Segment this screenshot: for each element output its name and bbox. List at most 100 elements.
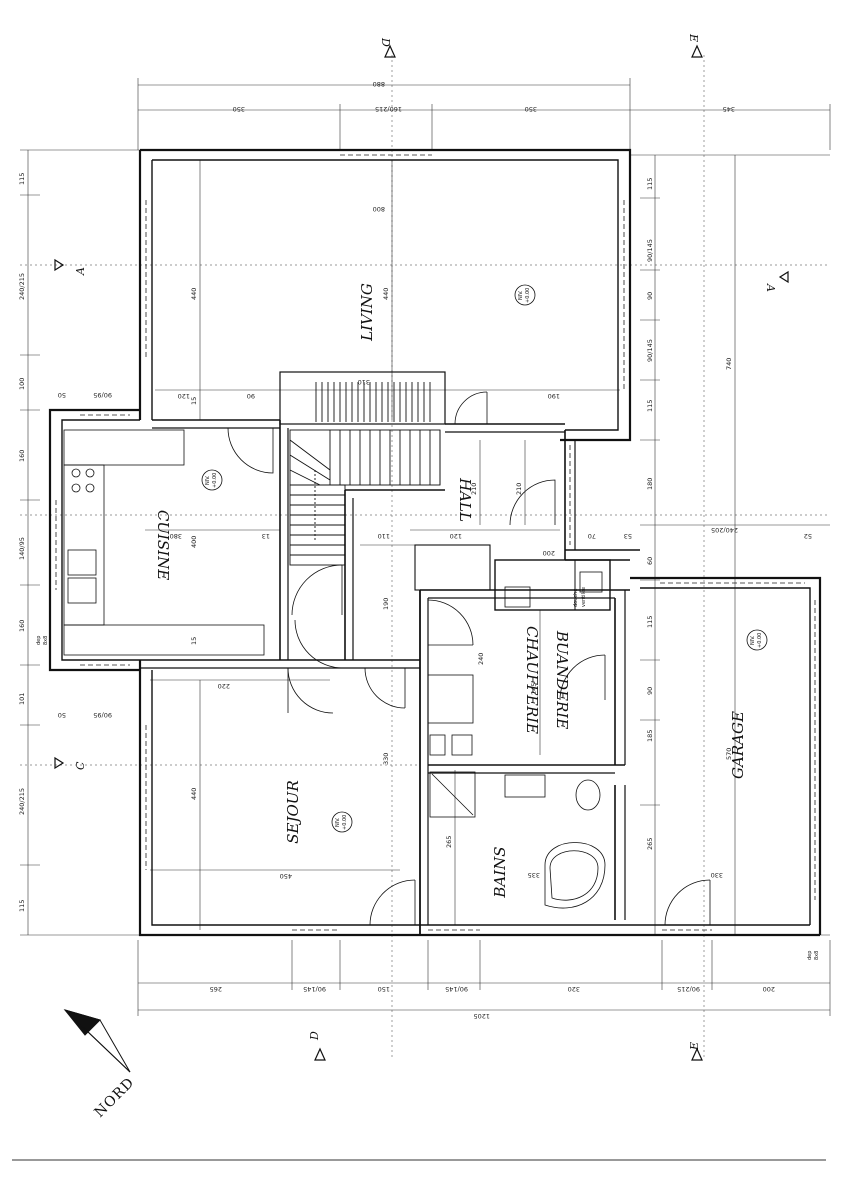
dim-text: 220 <box>218 682 230 690</box>
doors <box>227 391 711 926</box>
dim-text: 90 <box>646 292 654 300</box>
dim-text: 90/145 <box>646 339 654 362</box>
level-value: +0.00 <box>525 288 531 303</box>
level-value: +0.00 <box>757 633 763 648</box>
dim-text: 440 <box>382 288 390 300</box>
dim-text: 200 <box>763 985 775 993</box>
dim-text: 190 <box>382 598 390 610</box>
level-label: NIV. <box>518 290 524 300</box>
level-texts: NIV. +0.00 NIV. +0.00 NIV. +0.00 NIV. +0… <box>205 288 763 830</box>
dim-text: 140/95 <box>18 537 26 560</box>
section-label-d-bottom: D <box>308 1031 321 1041</box>
dim-text: 90 <box>247 392 255 400</box>
dep-label: dep <box>807 951 813 960</box>
dim-text: 440 <box>190 288 198 300</box>
level-value: +0.00 <box>342 815 348 830</box>
dim-text: 740 <box>725 358 733 370</box>
section-label-a-right: A <box>764 283 777 292</box>
level-value: +0.00 <box>212 473 218 488</box>
kitchen-fixtures <box>63 429 265 656</box>
dim-text: 90/215 <box>677 985 700 993</box>
dim-text: 90 <box>646 687 654 695</box>
walls <box>48 148 822 937</box>
dim-text: 335 <box>528 871 540 879</box>
dimension-texts: 880 350 160/215 350 345 1205 265 90/145 … <box>18 80 812 1020</box>
dim-text: 240/215 <box>18 788 26 815</box>
dim-text: 450 <box>280 872 292 880</box>
dimension-lines <box>20 78 831 1016</box>
section-label-d-top: D <box>379 37 392 47</box>
dim-text: 160 <box>18 450 26 462</box>
compass-label: NORD <box>92 1075 138 1121</box>
room-label-bains: BAINS <box>491 846 509 898</box>
dim-text: 120 <box>178 392 190 400</box>
dim-text: 210 <box>515 483 523 495</box>
section-label-e-bottom: E <box>688 1042 701 1051</box>
dim-text: 115 <box>646 178 654 190</box>
dim-text: 570 <box>725 748 733 760</box>
dep-size-label: 8x8 <box>814 951 820 960</box>
dim-text: 60 <box>646 557 654 565</box>
dim-text: 320 <box>568 985 580 993</box>
dim-text: 345 <box>723 105 735 113</box>
dim-text: 50 <box>58 711 66 719</box>
dim-text: 160/215 <box>375 105 402 113</box>
section-lines <box>20 55 830 1060</box>
dim-text: 265 <box>210 985 222 993</box>
room-label-hall: HALL <box>456 477 474 522</box>
dim-text: 210 <box>470 483 478 495</box>
dim-text: 90/95 <box>93 391 112 399</box>
dim-text: 350 <box>525 105 537 113</box>
level-label: NIV. <box>750 635 756 645</box>
dim-text: 50 <box>58 391 66 399</box>
staircase <box>279 371 446 566</box>
dim-text: 160 <box>18 620 26 632</box>
section-label-c-left: C <box>74 761 87 770</box>
dim-text: 101 <box>18 693 26 705</box>
dim-text: 200 <box>543 549 555 557</box>
dim-text: 440 <box>190 788 198 800</box>
dim-text: 880 <box>373 80 385 88</box>
dim-text: 110 <box>378 532 390 540</box>
dim-text: 90/145 <box>445 985 468 993</box>
dim-text: 265 <box>445 836 453 848</box>
level-label: NIV. <box>335 817 341 827</box>
dep-label: dep <box>36 636 42 645</box>
dim-text: 115 <box>646 616 654 628</box>
dim-text: 400 <box>190 536 198 548</box>
dim-text: 350 <box>233 105 245 113</box>
dim-text: 115 <box>646 400 654 412</box>
dim-text: 90/145 <box>303 985 326 993</box>
dim-text: 800 <box>373 205 385 213</box>
dim-text: 330 <box>382 753 390 765</box>
dim-text: 115 <box>18 900 26 912</box>
dim-text: 150 <box>378 985 390 993</box>
dim-text: 53 <box>624 532 632 540</box>
dim-text: 185 <box>646 730 654 742</box>
dim-text: 90/95 <box>93 711 112 719</box>
dim-text: 265 <box>646 838 654 850</box>
dim-text: 90/145 <box>646 239 654 262</box>
room-label-chaufferie: CHAUFFERIE <box>523 626 541 734</box>
room-label-buanderie: BUANDERIE <box>553 630 571 729</box>
bathroom-fixtures <box>427 571 606 909</box>
dim-text: 190 <box>548 392 560 400</box>
dim-text: 15 <box>190 637 198 645</box>
room-label-living: LIVING <box>358 283 376 342</box>
section-markers <box>54 44 789 1061</box>
ventilee-label: ventilée <box>580 587 587 607</box>
dim-text: 115 <box>18 173 26 185</box>
north-arrow-icon <box>63 1009 131 1073</box>
level-label: NIV. <box>205 475 211 485</box>
dim-text: 240/215 <box>18 273 26 300</box>
room-label-cuisine: CUISINE <box>154 510 172 580</box>
windows <box>55 154 816 931</box>
dim-text: 180 <box>646 478 654 490</box>
section-label-a-left: A <box>74 267 87 276</box>
douche-label: douche <box>573 589 579 607</box>
dim-text: 1205 <box>473 1012 490 1020</box>
dim-text: 380 <box>170 532 182 540</box>
dim-text: 330 <box>711 871 723 879</box>
dim-text: 120 <box>450 532 462 540</box>
